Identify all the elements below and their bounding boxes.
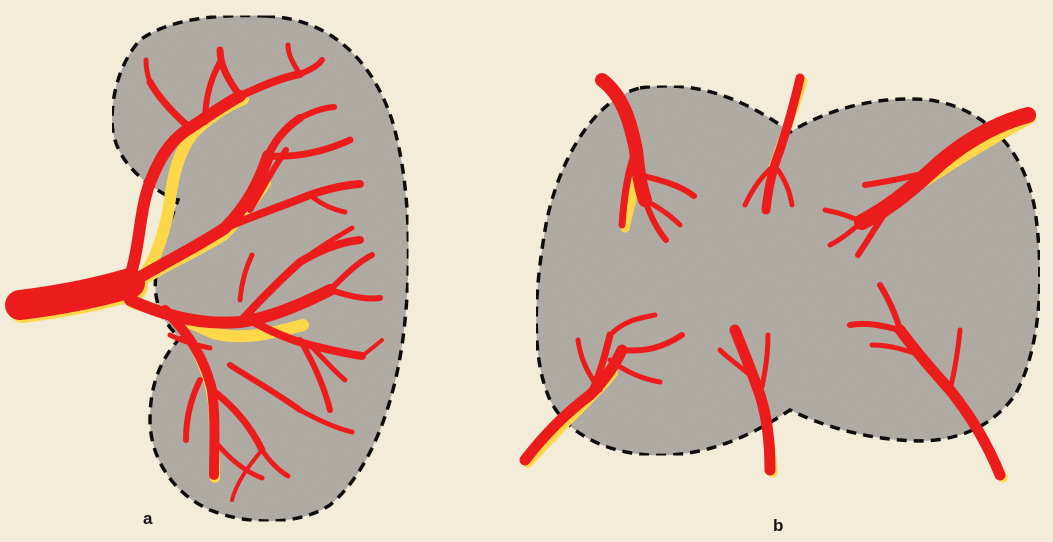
panel-a xyxy=(20,16,408,522)
panel-b xyxy=(525,78,1040,478)
panel-b-caption: b xyxy=(773,516,783,536)
panel-a-caption: a xyxy=(143,509,152,529)
renal-artery xyxy=(20,283,130,305)
